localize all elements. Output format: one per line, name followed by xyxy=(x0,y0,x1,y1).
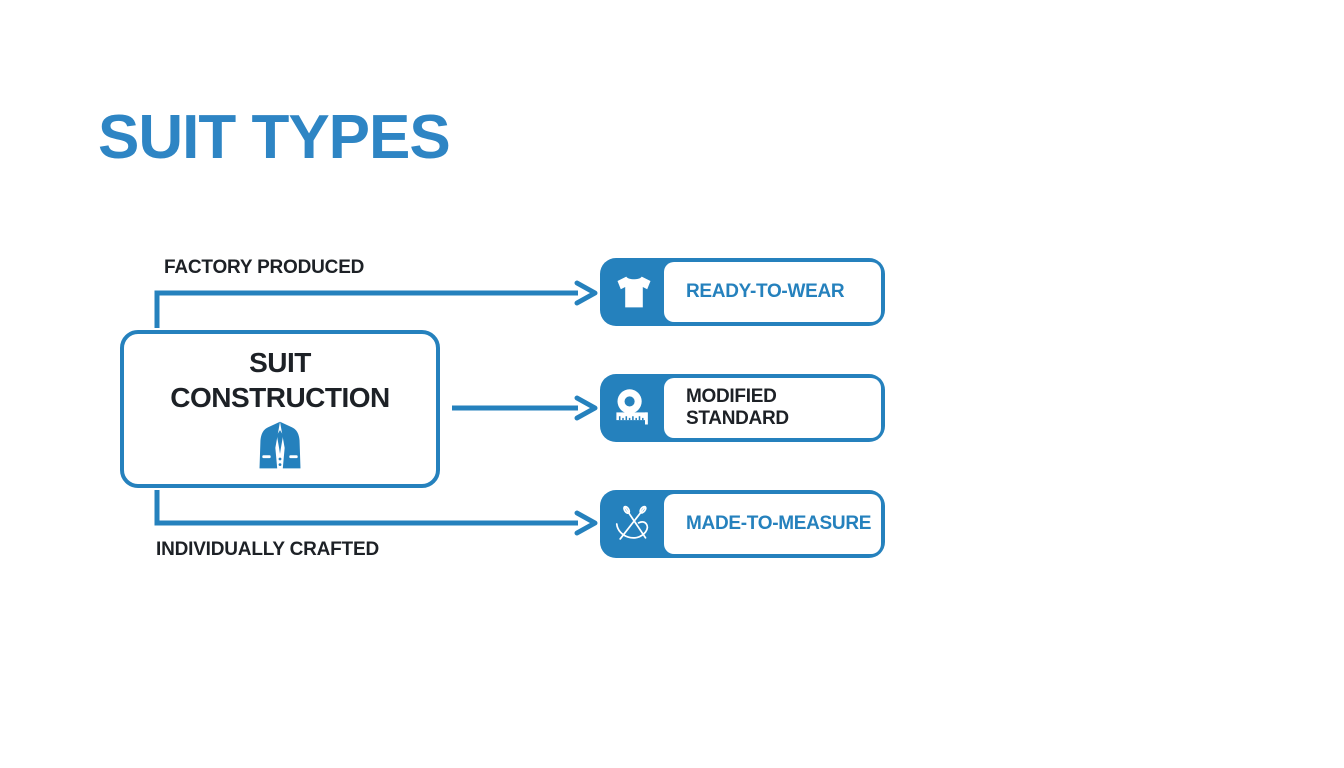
center-node-label: SUIT CONSTRUCTION xyxy=(170,347,390,413)
suit-jacket-icon xyxy=(252,419,308,478)
node-label: READY-TO-WEAR xyxy=(686,281,845,302)
connector-bottom xyxy=(154,490,598,536)
branch-label-individually-crafted: INDIVIDUALLY CRAFTED xyxy=(156,539,379,560)
connector-middle xyxy=(452,395,598,421)
node-label-cell: MADE-TO-MEASURE xyxy=(664,494,881,554)
needle-thread-icon xyxy=(604,494,664,554)
branch-label-factory-produced: FACTORY PRODUCED xyxy=(164,257,365,278)
connector-top xyxy=(154,280,598,328)
page-title: SUIT TYPES xyxy=(98,103,451,172)
node-label: MADE-TO-MEASURE xyxy=(686,513,872,534)
node-label: MODIFIED STANDARD xyxy=(686,386,789,429)
node-made-to-measure: MADE-TO-MEASURE xyxy=(600,490,885,558)
node-label-cell: READY-TO-WEAR xyxy=(664,262,881,322)
node-label-cell: MODIFIED STANDARD xyxy=(664,378,881,438)
center-node-suit-construction: SUIT CONSTRUCTION xyxy=(120,330,440,488)
node-modified-standard: MODIFIED STANDARD xyxy=(600,374,885,442)
measuring-tape-icon xyxy=(604,378,664,438)
tshirt-icon xyxy=(604,262,664,322)
node-ready-to-wear: READY-TO-WEAR xyxy=(600,258,885,326)
